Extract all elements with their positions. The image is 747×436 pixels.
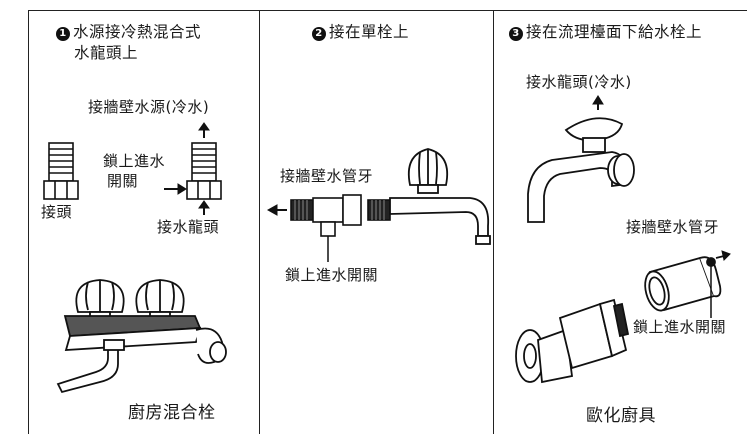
label-lock-valve: 鎖上進水開關 [633,318,727,336]
single-faucet-icon [389,148,491,245]
label-faucet-connector: 接水龍頭 [157,218,220,236]
arrow-up-icon [592,95,604,110]
label-lock-valve-line2: 開關 [107,172,139,190]
panel-mixer-faucet [28,10,259,434]
pipe-thread-adapter-icon [644,256,722,318]
arrow-up-icon [198,122,210,138]
panel-1-title-line2: 水龍頭上 [74,44,139,62]
top-border [28,10,747,11]
kitchen-mixer-faucet-icon [56,279,227,394]
step-number-badge: 2 [312,27,326,41]
arrow-right-icon [715,250,731,261]
panel-under-counter-valve [493,10,747,434]
label-connector: 接頭 [41,203,73,221]
step-number-badge: 3 [509,27,523,41]
arrow-right-icon [164,183,187,195]
step-number-badge: 1 [56,27,70,41]
label-lock-valve: 鎖上進水開關 [285,266,379,284]
wall-faucet-icon [527,117,635,223]
label-wall-pipe-thread: 接牆壁水管牙 [626,218,720,236]
connector-icon [43,142,79,200]
caption-kitchen-mixer: 廚房混合栓 [128,403,216,423]
panel-single-valve [259,10,493,434]
arrow-left-icon [266,204,287,216]
label-faucet-cold: 接水龍頭(冷水) [526,73,632,91]
label-wall-source: 接牆壁水源(冷水) [88,98,210,116]
caption-euro-kitchen: 歐化廚具 [586,406,656,426]
label-wall-pipe-thread: 接牆壁水管牙 [280,167,374,185]
connector-with-valve-icon [186,142,222,200]
label-lock-valve-line1: 鎖上進水 [103,152,166,170]
under-counter-valve-icon [515,298,630,384]
arrow-up-icon [198,200,210,215]
